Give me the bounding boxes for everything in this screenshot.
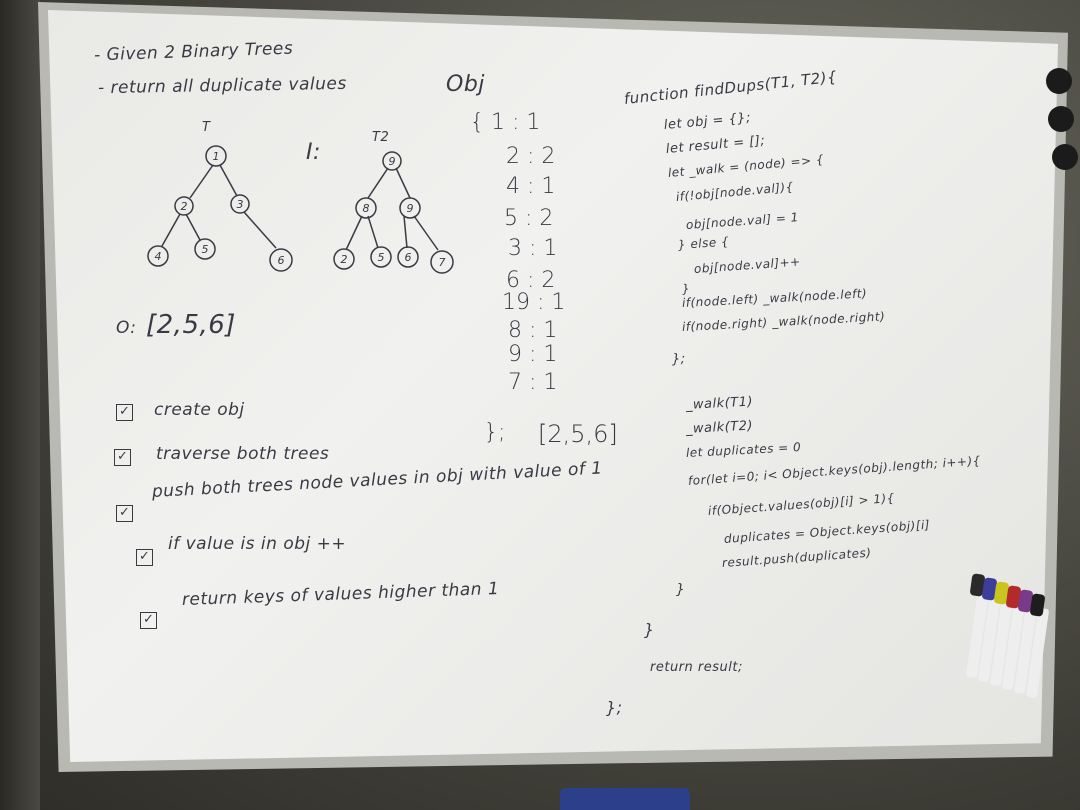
tree2-node — [430, 250, 454, 274]
checklist-item: if value is in obj ++ — [168, 534, 347, 554]
marker-tray — [560, 788, 690, 810]
tree2-value: 9 — [407, 202, 414, 215]
tree1-label: T — [202, 120, 211, 135]
tree2-value: 2 — [341, 253, 348, 266]
tree1-value: 2 — [181, 200, 188, 213]
obj-entry: 19 : 1 — [502, 290, 566, 315]
obj-entry: 6 : 2 — [506, 268, 556, 293]
magnet-icon — [1052, 144, 1078, 170]
obj-entry: 3 : 1 — [508, 236, 558, 261]
obj-close: }; — [484, 420, 506, 445]
checklist-item: traverse both trees — [156, 444, 330, 464]
checkbox-checked-icon: ✓ — [140, 612, 157, 629]
tree2-value: 7 — [439, 256, 446, 269]
obj-entry: 5 : 2 — [504, 206, 554, 231]
tree2-value: 9 — [389, 155, 396, 168]
tree2-node — [355, 197, 377, 219]
tree2-label: T2 — [372, 130, 390, 145]
code-line: return result; — [650, 660, 743, 675]
checkbox-checked-icon: ✓ — [116, 404, 133, 421]
tree2-node — [397, 246, 419, 268]
tree1-value: 6 — [278, 254, 285, 267]
code-line: }; — [606, 698, 623, 717]
obj-entry: 8 : 1 — [508, 318, 558, 343]
tree1-value: 3 — [237, 198, 244, 211]
code-line: } — [644, 620, 655, 639]
tree2-value: 6 — [405, 251, 412, 264]
tree1-value: 4 — [155, 250, 162, 263]
tree2-node — [382, 151, 402, 171]
tree2-value: 5 — [378, 251, 385, 264]
tree-nodes — [147, 145, 454, 274]
obj-entry: 2 : 2 — [506, 144, 556, 169]
obj-result: [2,5,6] — [538, 420, 618, 448]
tree1-node — [147, 245, 169, 267]
obj-open: { 1 : 1 — [470, 110, 541, 135]
code-line: } — [676, 582, 686, 598]
tree2-edges — [345, 167, 439, 251]
tree1-edges — [161, 164, 277, 249]
checklist-item: create obj — [154, 400, 245, 420]
obj-label: Obj — [446, 72, 485, 97]
tree1-node — [194, 238, 216, 260]
output-value: [2,5,6] — [146, 310, 236, 340]
tree2-value: 8 — [363, 202, 370, 215]
tree1-node — [269, 248, 293, 272]
tree1-node — [230, 194, 250, 214]
obj-entry: 7 : 1 — [508, 370, 558, 395]
magnet-icon — [1046, 68, 1072, 94]
output-label: O: — [116, 318, 137, 338]
input-label: I: — [306, 140, 321, 165]
magnet-icon — [1048, 106, 1074, 132]
code-line: }; — [672, 352, 686, 367]
checkbox-checked-icon: ✓ — [114, 449, 131, 466]
tree2-node — [370, 246, 392, 268]
checkbox-checked-icon: ✓ — [116, 505, 133, 522]
wall — [0, 0, 40, 810]
tree1-value: 5 — [202, 243, 209, 256]
tree1-value: 1 — [213, 150, 220, 163]
tree1-node — [174, 196, 194, 216]
checkbox-checked-icon: ✓ — [136, 549, 153, 566]
tree1-node — [205, 145, 227, 167]
obj-entry: 9 : 1 — [508, 342, 558, 367]
code-line: } — [681, 281, 691, 296]
tree2-node — [399, 197, 421, 219]
obj-entry: 4 : 1 — [506, 174, 556, 199]
whiteboard-surface — [48, 10, 1058, 762]
tree2-node — [333, 248, 355, 270]
